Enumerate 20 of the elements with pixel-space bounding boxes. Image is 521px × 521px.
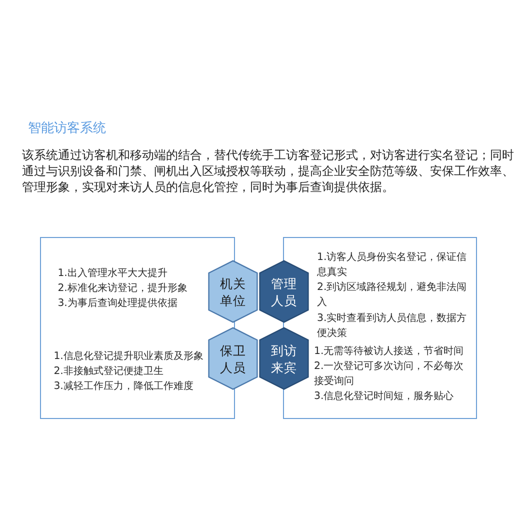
- list-item: 3.为事后查询处理提供依据: [58, 296, 178, 311]
- list-item: 3.信息化登记时间短，服务贴心: [314, 390, 454, 404]
- list-item: 2.到访区域路径规划，避免非法闯入: [317, 280, 468, 310]
- hexagon: 机关单位: [208, 260, 258, 323]
- description: 该系统通过访客机和移动端的结合，替代传统手工访客登记形式，对访客进行实名登记；同时通过与识别设备和门禁、闸机出入区域授权等联动，提高企业安全防范等级、安保工作效率、管理形象，实现对来访人员的信息化管控，同时为事后查询提供依据。: [22, 147, 515, 195]
- list-item: 1.访客人员身份实名登记，保证信息真实: [317, 250, 468, 280]
- list-item: 3.实时查看到访人员信息，数据方便决策: [317, 312, 468, 341]
- list-item: 1.信息化登记提升职业素质及形象: [54, 350, 204, 364]
- list-item: 1.无需等待被访人接送，节省时间: [314, 344, 464, 358]
- list-item: 1.出入管理水平大大提升: [58, 266, 168, 281]
- hexagon: 到访来宾: [259, 327, 309, 390]
- list-item: 3.减轻工作压力，降低工作难度: [54, 380, 194, 394]
- list-item: 2.非接触式登记便捷卫生: [54, 364, 164, 379]
- title: 智能访客系统: [28, 120, 106, 138]
- list-panel: [283, 237, 477, 419]
- list-item: 2.标准化来访登记，提升形象: [58, 282, 188, 296]
- hexagon: 管理人员: [259, 260, 309, 323]
- hexagon: 保卫人员: [208, 327, 258, 390]
- list-item: 2.一次登记可多次访问，不必每次接受询问: [314, 360, 465, 388]
- list-panel: [40, 237, 235, 419]
